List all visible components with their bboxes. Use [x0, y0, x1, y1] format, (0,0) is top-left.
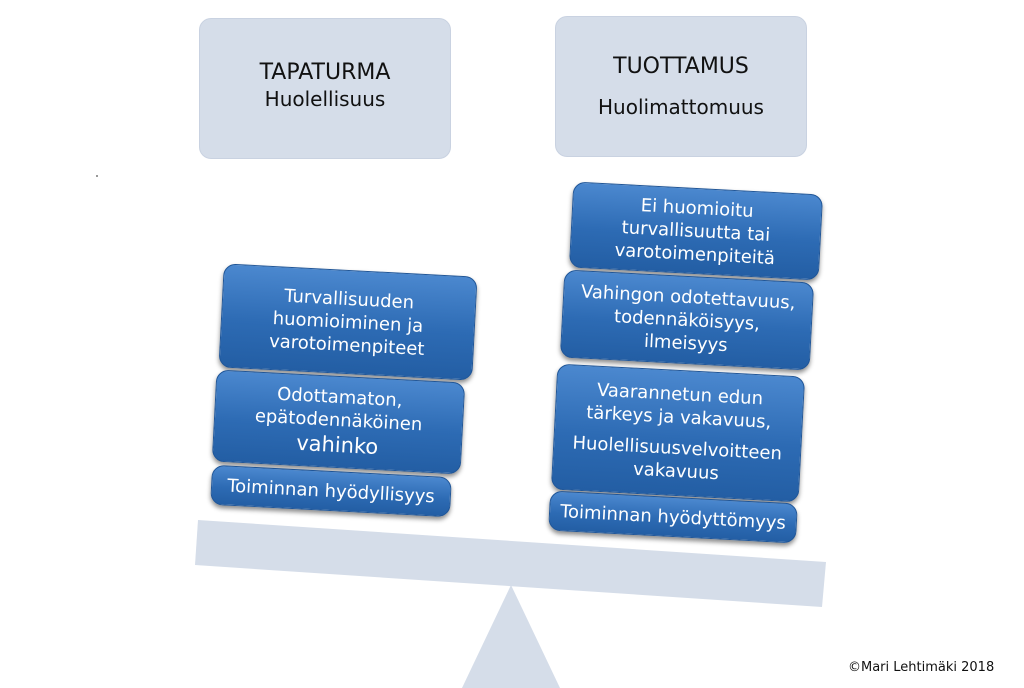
header-tuottamus: TUOTTAMUS Huolimattomuus	[555, 16, 807, 157]
header-tapaturma: TAPATURMA Huolellisuus	[199, 18, 451, 159]
header-subtitle: Huolimattomuus	[598, 95, 764, 119]
card-emphasis: vahinko	[295, 430, 379, 460]
header-subtitle: Huolellisuus	[264, 87, 386, 111]
card-left-safety: Turvallisuuden huomioiminen ja varotoime…	[218, 263, 478, 381]
scale-beam	[195, 520, 826, 607]
card-line: Toiminnan hyödyllisyys	[226, 475, 436, 507]
scale-fulcrum	[462, 585, 560, 688]
header-title: TAPATURMA	[259, 60, 391, 85]
copyright-text: ©Mari Lehtimäki 2018	[848, 660, 995, 675]
card-right-importance: Vaarannetun edun tärkeys ja vakavuus, Hu…	[550, 363, 806, 503]
card-line: Toiminnan hyödyttömyys	[559, 500, 787, 534]
header-title: TUOTTAMUS	[613, 54, 749, 79]
stray-dot	[96, 175, 98, 177]
card-line: vakavuus	[632, 458, 720, 485]
card-right-not-noticed: Ei huomioitu turvallisuutta tai varotoim…	[568, 181, 824, 281]
card-line: ilmeisyys	[643, 330, 729, 356]
card-right-foreseeability: Vahingon odotettavuus, todennäköisyys, i…	[559, 269, 815, 371]
card-left-unexpected: Odottamaton, epätodennäköinen vahinko	[211, 369, 466, 475]
